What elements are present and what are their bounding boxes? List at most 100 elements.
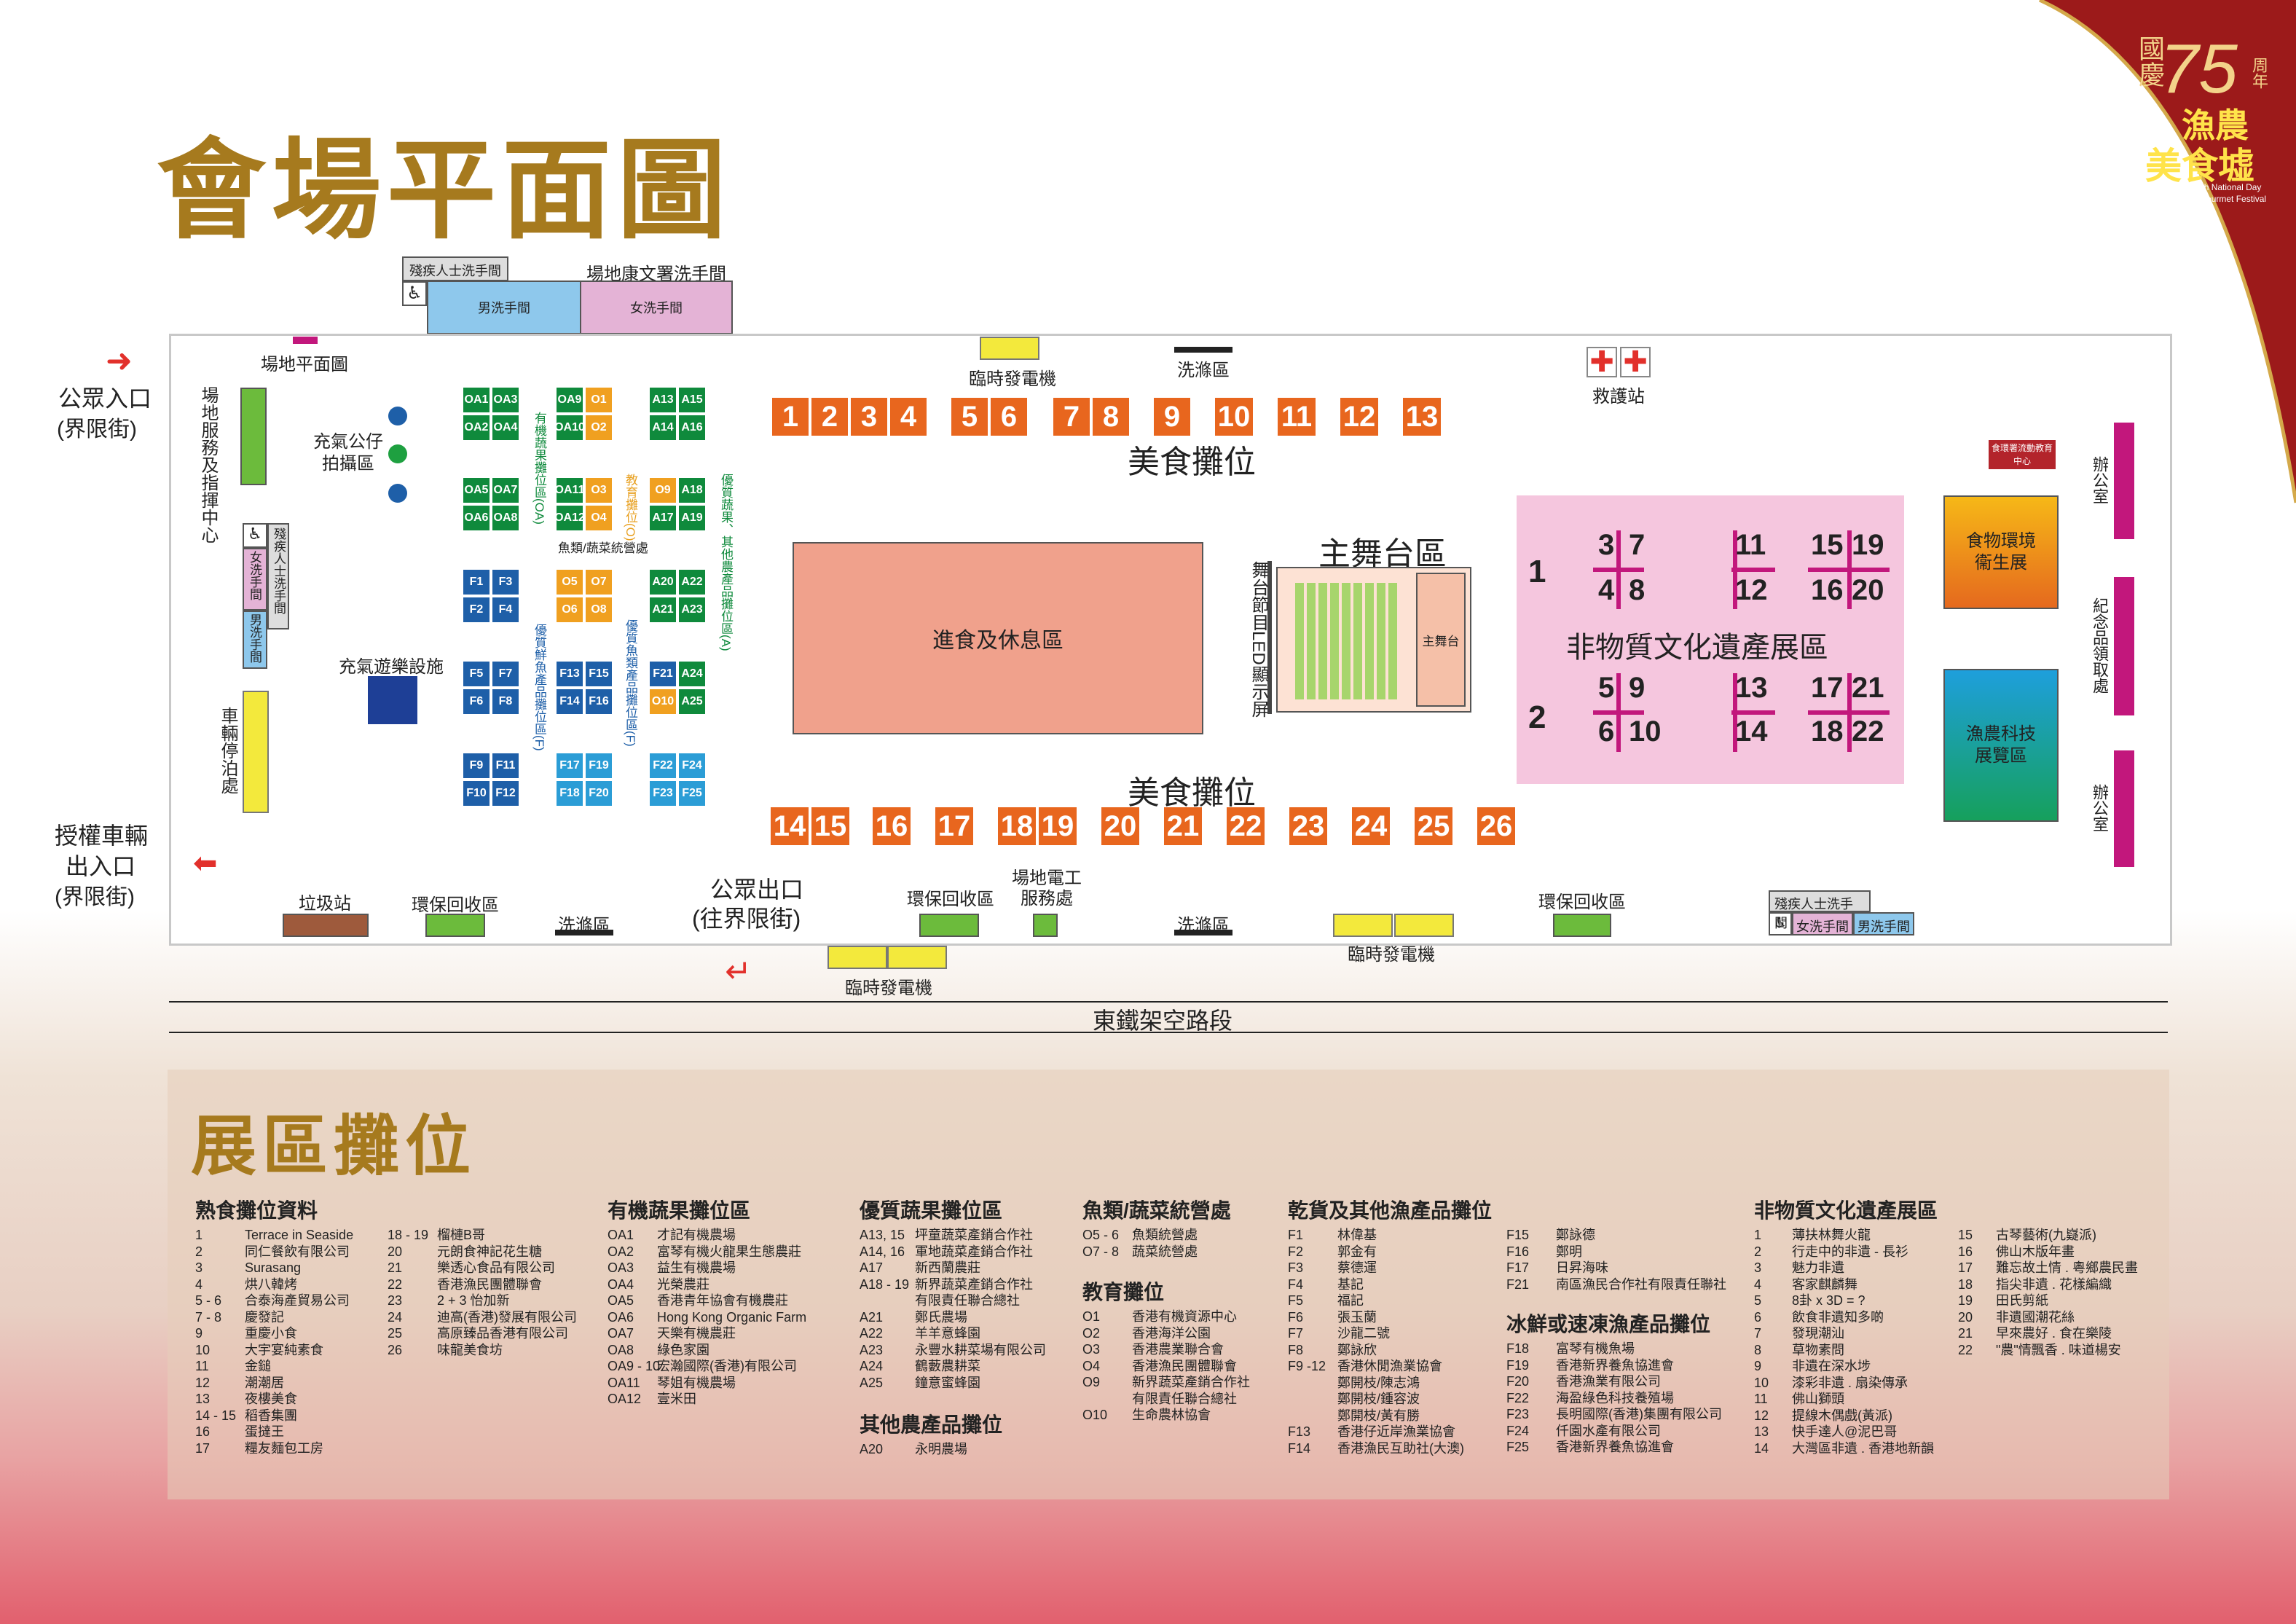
stall-OA6[interactable]: OA6 <box>462 504 491 532</box>
stall-A21[interactable]: A21 <box>648 596 677 624</box>
stall-O7[interactable]: O7 <box>584 568 613 596</box>
ich-cell-7[interactable]: 7 <box>1629 529 1646 561</box>
stall-F21[interactable]: F21 <box>648 660 677 688</box>
stall-A23[interactable]: A23 <box>677 596 707 624</box>
stall-F10[interactable]: F10 <box>462 780 491 807</box>
stall-OA1[interactable]: OA1 <box>462 386 491 414</box>
ich-cell-12[interactable]: 12 <box>1735 574 1768 606</box>
ich-cell-6[interactable]: 6 <box>1598 715 1615 748</box>
stall-A24[interactable]: A24 <box>677 660 707 688</box>
stall-A22[interactable]: A22 <box>677 568 707 596</box>
stall-A25[interactable]: A25 <box>677 688 707 715</box>
ich-cell-16[interactable]: 16 <box>1811 574 1844 606</box>
food-stall-19[interactable]: 19 <box>1037 806 1078 847</box>
ich-cell-15[interactable]: 15 <box>1811 529 1844 561</box>
stall-F9[interactable]: F9 <box>462 752 491 780</box>
stall-O3[interactable]: O3 <box>584 476 613 504</box>
stall-OA5[interactable]: OA5 <box>462 476 491 504</box>
stall-A18[interactable]: A18 <box>677 476 707 504</box>
ich-cell-13[interactable]: 13 <box>1735 672 1768 704</box>
food-stall-20[interactable]: 20 <box>1100 806 1141 847</box>
stall-F11[interactable]: F11 <box>491 752 520 780</box>
food-stall-26[interactable]: 26 <box>1476 806 1517 847</box>
ich-cell-22[interactable]: 22 <box>1852 715 1884 748</box>
ich-cell-21[interactable]: 21 <box>1852 672 1884 704</box>
stall-F22[interactable]: F22 <box>648 752 677 780</box>
stall-F18[interactable]: F18 <box>555 780 584 807</box>
stall-O5[interactable]: O5 <box>555 568 584 596</box>
stall-F25[interactable]: F25 <box>677 780 707 807</box>
stall-OA10[interactable]: OA10 <box>554 414 585 442</box>
food-stall-25[interactable]: 25 <box>1413 806 1454 847</box>
stall-A19[interactable]: A19 <box>677 504 707 532</box>
food-stall-23[interactable]: 23 <box>1288 806 1329 847</box>
stall-OA11[interactable]: OA11 <box>555 476 584 504</box>
food-stall-9[interactable]: 9 <box>1152 396 1192 437</box>
stall-F3[interactable]: F3 <box>491 568 520 596</box>
stall-F17[interactable]: F17 <box>555 752 584 780</box>
food-stall-17[interactable]: 17 <box>934 806 975 847</box>
food-stall-13[interactable]: 13 <box>1401 396 1442 437</box>
ich-cell-11[interactable]: 11 <box>1735 529 1766 561</box>
ich-cell-3[interactable]: 3 <box>1598 529 1615 561</box>
stall-OA7[interactable]: OA7 <box>491 476 520 504</box>
stall-F1[interactable]: F1 <box>462 568 491 596</box>
stall-OA3[interactable]: OA3 <box>491 386 520 414</box>
food-stall-1[interactable]: 1 <box>771 396 810 437</box>
stall-A15[interactable]: A15 <box>677 386 707 414</box>
stall-OA8[interactable]: OA8 <box>491 504 520 532</box>
stall-F2[interactable]: F2 <box>462 596 491 624</box>
stall-F8[interactable]: F8 <box>491 688 520 715</box>
food-stall-12[interactable]: 12 <box>1339 396 1380 437</box>
food-stall-11[interactable]: 11 <box>1276 396 1317 437</box>
stall-O1[interactable]: O1 <box>584 386 613 414</box>
food-stall-14[interactable]: 14 <box>769 806 810 847</box>
stall-F7[interactable]: F7 <box>491 660 520 688</box>
stall-OA2[interactable]: OA2 <box>462 414 491 442</box>
ich-cell-10[interactable]: 10 <box>1629 715 1662 748</box>
stall-O6[interactable]: O6 <box>555 596 584 624</box>
stall-F15[interactable]: F15 <box>584 660 613 688</box>
ich-cell-8[interactable]: 8 <box>1629 574 1646 606</box>
stall-A14[interactable]: A14 <box>648 414 677 442</box>
food-stall-24[interactable]: 24 <box>1351 806 1391 847</box>
stall-O4[interactable]: O4 <box>584 504 613 532</box>
stall-A16[interactable]: A16 <box>677 414 707 442</box>
stall-OA4[interactable]: OA4 <box>491 414 520 442</box>
stall-O2[interactable]: O2 <box>584 414 613 442</box>
food-stall-16[interactable]: 16 <box>871 806 912 847</box>
food-stall-7[interactable]: 7 <box>1052 396 1091 437</box>
food-stall-22[interactable]: 22 <box>1225 806 1266 847</box>
stall-A20[interactable]: A20 <box>648 568 677 596</box>
food-stall-10[interactable]: 10 <box>1214 396 1254 437</box>
food-stall-6[interactable]: 6 <box>989 396 1029 437</box>
ich-cell-18[interactable]: 18 <box>1811 715 1844 748</box>
stall-A17[interactable]: A17 <box>648 504 677 532</box>
stall-O9[interactable]: O9 <box>648 476 677 504</box>
food-stall-21[interactable]: 21 <box>1163 806 1203 847</box>
stall-F16[interactable]: F16 <box>584 688 613 715</box>
stall-OA9[interactable]: OA9 <box>555 386 584 414</box>
ich-cell-19[interactable]: 19 <box>1852 529 1884 561</box>
food-stall-4[interactable]: 4 <box>889 396 928 437</box>
stall-F5[interactable]: F5 <box>462 660 491 688</box>
stall-F20[interactable]: F20 <box>584 780 613 807</box>
stall-F13[interactable]: F13 <box>555 660 584 688</box>
stall-O10[interactable]: O10 <box>648 688 677 715</box>
stall-OA12[interactable]: OA12 <box>554 504 585 532</box>
food-stall-3[interactable]: 3 <box>849 396 889 437</box>
stall-F4[interactable]: F4 <box>491 596 520 624</box>
ich-cell-5[interactable]: 5 <box>1598 672 1615 704</box>
stall-F14[interactable]: F14 <box>555 688 584 715</box>
ich-cell-20[interactable]: 20 <box>1852 574 1884 606</box>
stall-O8[interactable]: O8 <box>584 596 613 624</box>
ich-cell-4[interactable]: 4 <box>1598 574 1615 606</box>
stall-F24[interactable]: F24 <box>677 752 707 780</box>
ich-cell-9[interactable]: 9 <box>1629 672 1646 704</box>
ich-cell-14[interactable]: 14 <box>1735 715 1768 748</box>
stall-F23[interactable]: F23 <box>648 780 677 807</box>
stall-F12[interactable]: F12 <box>491 780 520 807</box>
food-stall-15[interactable]: 15 <box>810 806 851 847</box>
ich-cell-17[interactable]: 17 <box>1811 672 1844 704</box>
food-stall-18[interactable]: 18 <box>996 806 1037 847</box>
